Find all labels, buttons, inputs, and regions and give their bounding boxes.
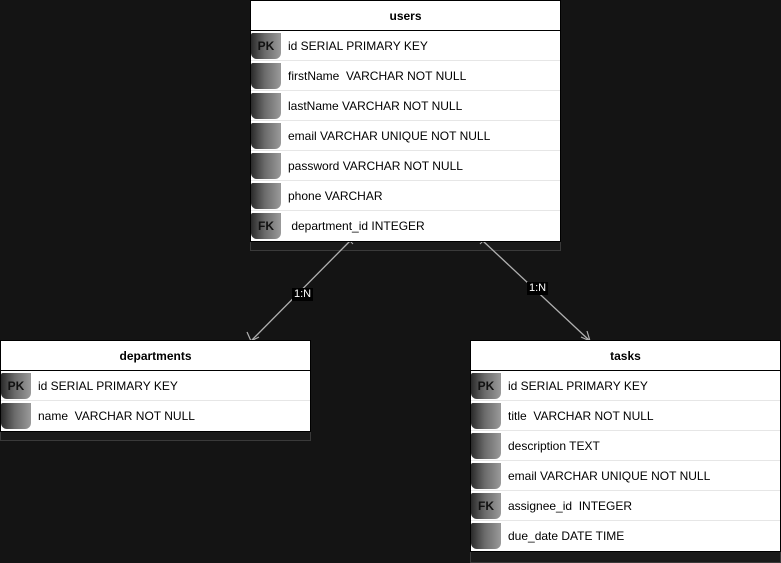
users-table[interactable]: users PK id SERIAL PRIMARY KEY firstName… (250, 0, 561, 242)
users-field-firstname: firstName VARCHAR NOT NULL (288, 69, 467, 83)
tasks-row-id[interactable]: PK id SERIAL PRIMARY KEY (471, 371, 780, 401)
users-row-department-id[interactable]: FK department_id INTEGER (251, 211, 560, 241)
tasks-row-title[interactable]: title VARCHAR NOT NULL (471, 401, 780, 431)
tasks-table[interactable]: tasks PK id SERIAL PRIMARY KEY title VAR… (470, 340, 781, 552)
users-field-phone: phone VARCHAR (288, 189, 383, 203)
users-field-department-id: department_id INTEGER (288, 219, 425, 233)
users-row-phone[interactable]: phone VARCHAR (251, 181, 560, 211)
field-icon (471, 403, 501, 429)
users-row-email[interactable]: email VARCHAR UNIQUE NOT NULL (251, 121, 560, 151)
tasks-field-title: title VARCHAR NOT NULL (508, 409, 654, 423)
departments-field-id: id SERIAL PRIMARY KEY (38, 379, 178, 393)
primary-key-icon: PK (1, 373, 31, 399)
primary-key-icon: PK (251, 33, 281, 59)
field-icon (251, 183, 281, 209)
foreign-key-icon: FK (251, 213, 281, 239)
users-field-password: password VARCHAR NOT NULL (288, 159, 463, 173)
field-icon (471, 433, 501, 459)
field-icon (251, 93, 281, 119)
users-row-lastname[interactable]: lastName VARCHAR NOT NULL (251, 91, 560, 121)
tasks-table-title: tasks (471, 341, 780, 371)
tasks-field-assignee-id: assignee_id INTEGER (508, 499, 633, 513)
departments-table[interactable]: departments PK id SERIAL PRIMARY KEY nam… (0, 340, 311, 432)
foreign-key-icon: FK (471, 493, 501, 519)
tasks-row-description[interactable]: description TEXT (471, 431, 780, 461)
tasks-field-due-date: due_date DATE TIME (508, 529, 625, 543)
users-field-id: id SERIAL PRIMARY KEY (288, 39, 428, 53)
primary-key-icon: PK (471, 373, 501, 399)
departments-row-id[interactable]: PK id SERIAL PRIMARY KEY (1, 371, 310, 401)
relation-label-users-departments: 1:N (292, 288, 314, 301)
field-icon (471, 523, 501, 549)
users-row-id[interactable]: PK id SERIAL PRIMARY KEY (251, 31, 560, 61)
tasks-field-id: id SERIAL PRIMARY KEY (508, 379, 648, 393)
field-icon (251, 153, 281, 179)
tasks-field-email: email VARCHAR UNIQUE NOT NULL (508, 469, 711, 483)
tasks-row-email[interactable]: email VARCHAR UNIQUE NOT NULL (471, 461, 780, 491)
users-field-lastname: lastName VARCHAR NOT NULL (288, 99, 463, 113)
users-row-password[interactable]: password VARCHAR NOT NULL (251, 151, 560, 181)
field-icon (251, 123, 281, 149)
relation-label-users-tasks: 1:N (527, 282, 549, 295)
users-field-email: email VARCHAR UNIQUE NOT NULL (288, 129, 491, 143)
tasks-field-description: description TEXT (508, 439, 600, 453)
departments-row-name[interactable]: name VARCHAR NOT NULL (1, 401, 310, 431)
field-icon (251, 63, 281, 89)
users-row-firstname[interactable]: firstName VARCHAR NOT NULL (251, 61, 560, 91)
field-icon (1, 403, 31, 429)
tasks-row-due-date[interactable]: due_date DATE TIME (471, 521, 780, 551)
departments-table-title: departments (1, 341, 310, 371)
tasks-row-assignee-id[interactable]: FK assignee_id INTEGER (471, 491, 780, 521)
departments-field-name: name VARCHAR NOT NULL (38, 409, 195, 423)
users-table-title: users (251, 1, 560, 31)
field-icon (471, 463, 501, 489)
